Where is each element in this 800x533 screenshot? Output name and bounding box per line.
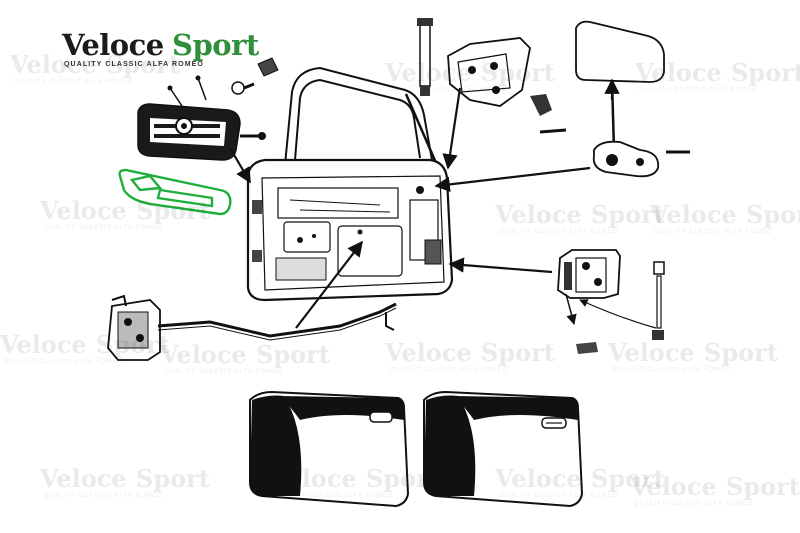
window-regulator xyxy=(575,20,690,178)
door-panel-variant-right xyxy=(423,390,584,508)
lower-door-hinge xyxy=(557,249,621,354)
door-lock-mechanism xyxy=(107,294,161,361)
hinge-pins xyxy=(579,261,665,340)
brand-word-veloce: Veloce xyxy=(62,28,164,62)
brand-tagline: QUALITY CLASSIC ALFA ROMEO xyxy=(64,61,204,68)
door-window-frame xyxy=(284,66,442,173)
outer-door-handle xyxy=(137,103,266,161)
door-panel-variant-left xyxy=(249,390,410,508)
highlighted-door-handle-grip xyxy=(118,168,232,216)
callout-arrows xyxy=(229,78,620,329)
door-handle-screws xyxy=(167,57,279,107)
lock-rod xyxy=(157,302,397,341)
brand-word-sport: Sport xyxy=(172,28,259,62)
brand-logo: Veloce Sport QUALITY CLASSIC ALFA ROMEO xyxy=(58,26,259,76)
upper-door-hinge xyxy=(417,18,567,134)
door-shell xyxy=(246,158,454,302)
